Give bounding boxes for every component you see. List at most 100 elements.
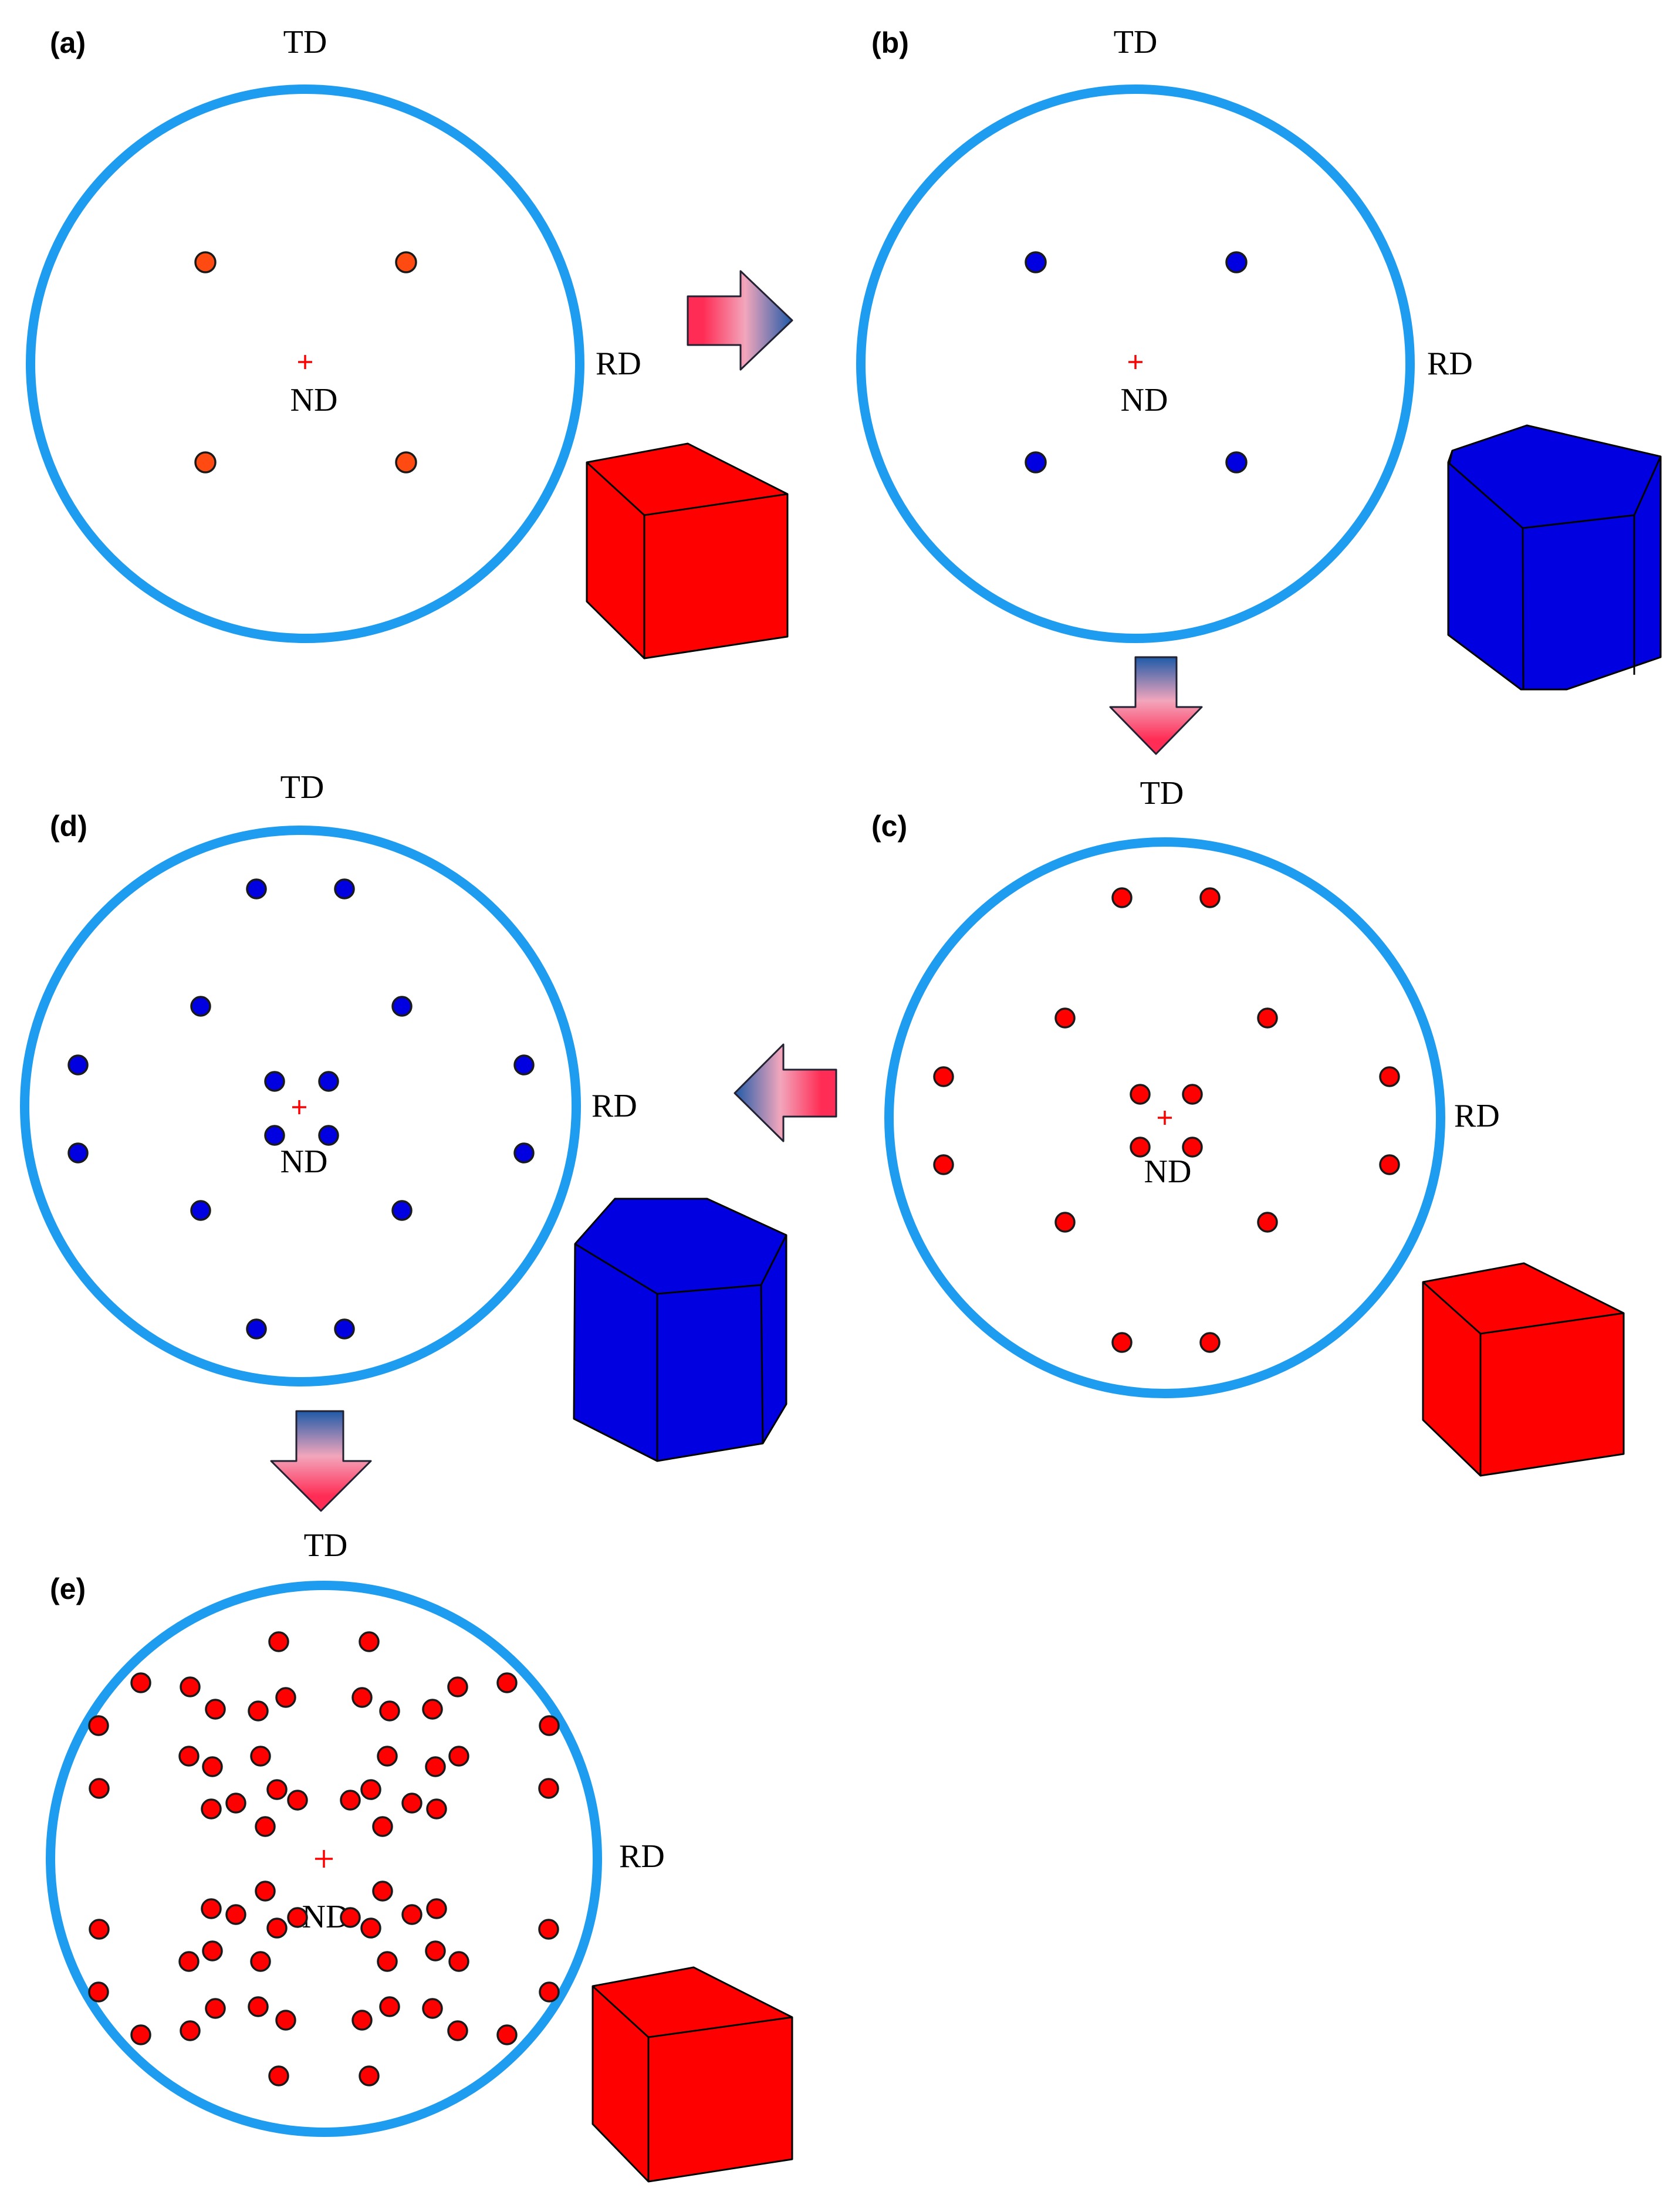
pole-point [178, 1951, 200, 1972]
pole-point [205, 1998, 226, 2019]
panel-b: (b) TD RD ND [856, 24, 1662, 691]
poles-a [194, 251, 417, 474]
pole-point [447, 1676, 468, 1697]
td-label-b: TD [1114, 24, 1158, 60]
pole-point [1257, 1007, 1278, 1029]
pole-point [264, 1125, 285, 1146]
panel-label-b: (b) [871, 26, 909, 59]
pole-figure-circle-d [20, 826, 581, 1386]
pole-point [318, 1071, 339, 1092]
pole-point [359, 1631, 380, 1652]
pole-point [426, 1798, 447, 1820]
pole-point [1025, 451, 1047, 474]
pole-point [360, 1779, 381, 1800]
td-label-c: TD [1140, 775, 1184, 811]
pole-point [255, 1881, 276, 1902]
arrow-b-to-c [1109, 656, 1203, 755]
td-label-d: TD [280, 769, 324, 806]
pole-point [287, 1907, 308, 1928]
arrow-c-to-d [733, 1043, 837, 1142]
pole-point [422, 1998, 443, 2019]
pole-point [360, 1917, 381, 1939]
pole-point [538, 1919, 559, 1940]
pole-point [194, 251, 217, 273]
rd-label-b: RD [1427, 346, 1473, 382]
pole-point [351, 2010, 373, 2031]
pole-point [1379, 1154, 1400, 1175]
center-cross-a [298, 355, 312, 369]
pole-point [246, 1318, 267, 1340]
pole-point [539, 1981, 560, 2003]
pole-point [202, 1756, 223, 1777]
pole-point [268, 2065, 289, 2086]
pole-point [67, 1142, 89, 1164]
pole-point [246, 878, 267, 899]
rd-label-e: RD [619, 1838, 665, 1875]
pole-point [250, 1746, 271, 1767]
pole-point [340, 1790, 361, 1811]
nd-label-d: ND [280, 1144, 328, 1180]
pole-point [422, 1699, 443, 1720]
pole-point [275, 2010, 296, 2031]
rd-label-d: RD [591, 1088, 637, 1124]
pole-point [359, 2065, 380, 2086]
pole-point [266, 1779, 288, 1800]
center-cross-c [1158, 1111, 1172, 1125]
pole-point [379, 1700, 400, 1722]
pole-point [395, 451, 417, 474]
nd-label-b: ND [1121, 382, 1168, 418]
pole-point [180, 2020, 201, 2041]
pole-point [1257, 1212, 1278, 1233]
poles-e [88, 1631, 560, 2086]
pole-point [448, 1746, 469, 1767]
pole-point [1199, 887, 1221, 908]
pole-point [88, 1715, 109, 1736]
pole-point [1111, 887, 1133, 908]
pole-point [351, 1687, 373, 1708]
pole-point [425, 1940, 446, 1961]
pole-point [1225, 451, 1248, 474]
td-label-e: TD [304, 1527, 348, 1564]
pole-point [202, 1940, 223, 1961]
center-cross-e [315, 1850, 333, 1868]
pole-point [1225, 251, 1248, 273]
pole-point [401, 1793, 422, 1814]
pole-point [130, 1672, 151, 1693]
pole-point [395, 251, 417, 273]
panel-label-e: (e) [50, 1572, 86, 1605]
pole-point [201, 1898, 222, 1919]
pole-point [377, 1951, 398, 1972]
pole-point [205, 1699, 226, 1720]
pole-point [225, 1904, 246, 1925]
pole-point [225, 1793, 246, 1814]
pole-point [1182, 1084, 1203, 1105]
pole-point [248, 1996, 269, 2017]
pole-point [425, 1756, 446, 1777]
rd-label-c: RD [1454, 1098, 1500, 1134]
pole-point [1182, 1137, 1203, 1158]
pole-point [391, 996, 413, 1017]
pole-point [496, 2024, 518, 2045]
arrow-a-to-b [687, 270, 793, 371]
pole-point [318, 1125, 339, 1146]
pole-point [201, 1798, 222, 1820]
pole-point [190, 1200, 211, 1221]
pole-point [426, 1898, 447, 1919]
poles-c [933, 887, 1400, 1353]
pole-point [88, 1981, 109, 2003]
panel-label-c: (c) [871, 810, 907, 843]
hexagonal-crystal-icon [573, 1198, 787, 1462]
td-label-a: TD [283, 24, 327, 60]
pole-point [539, 1715, 560, 1736]
pole-point [933, 1154, 954, 1175]
pole-point [1025, 251, 1047, 273]
pole-point [1111, 1332, 1133, 1353]
pole-point [190, 996, 211, 1017]
pole-point [447, 2020, 468, 2041]
rd-label-a: RD [596, 346, 641, 382]
pole-point [130, 2024, 151, 2045]
pole-point [89, 1778, 110, 1799]
pole-point [334, 1318, 355, 1340]
pole-point [89, 1919, 110, 1940]
